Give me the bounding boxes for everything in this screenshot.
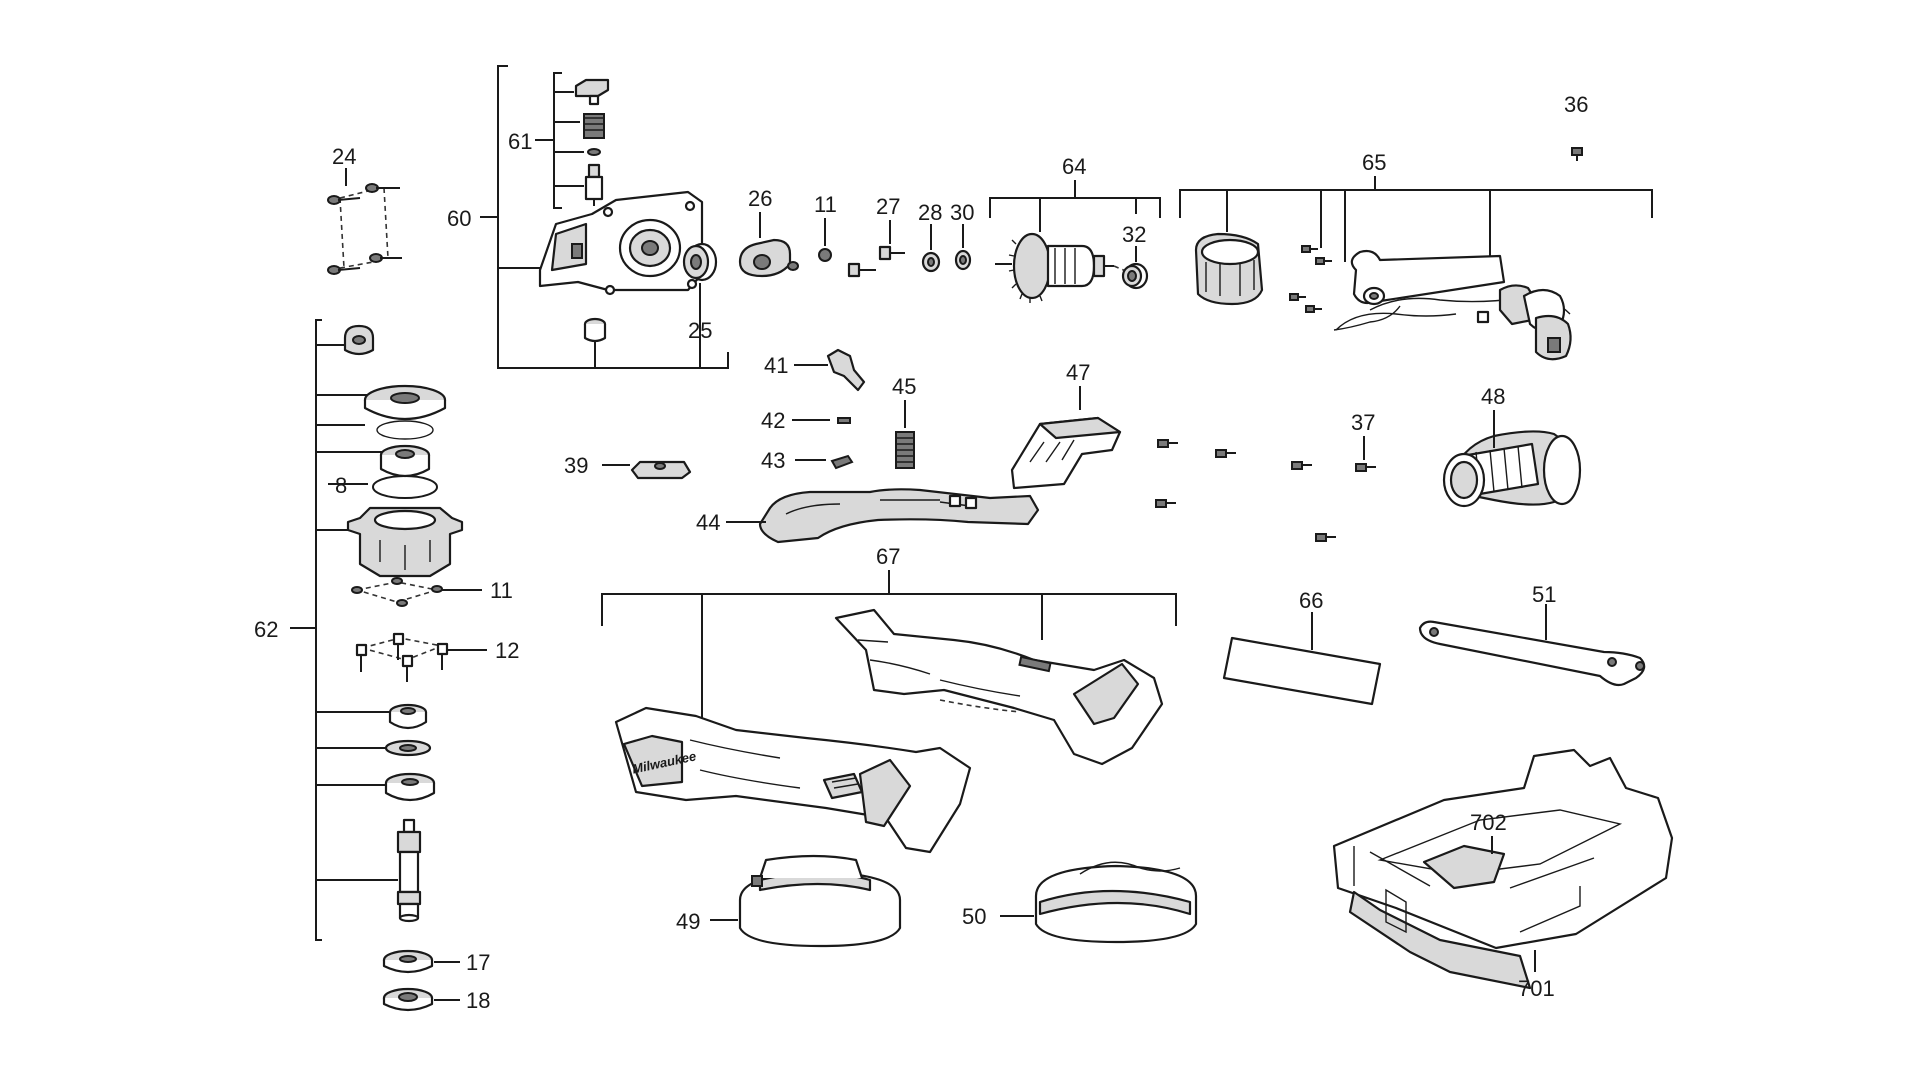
armature bbox=[995, 232, 1129, 303]
bearing-32 bbox=[1121, 246, 1149, 290]
callout-18: 18 bbox=[466, 988, 490, 1013]
spring-45 bbox=[895, 400, 915, 469]
callout-30: 30 bbox=[950, 200, 974, 225]
flange-nut-18 bbox=[382, 987, 460, 1012]
stator bbox=[1194, 232, 1264, 306]
retaining-ring bbox=[376, 420, 434, 440]
callout-43: 43 bbox=[761, 448, 785, 473]
callout-41: 41 bbox=[764, 353, 788, 378]
callout-47: 47 bbox=[1066, 360, 1090, 385]
spindle-lock-pin bbox=[584, 163, 604, 206]
callout-37: 37 bbox=[1351, 410, 1375, 435]
wiring-harness bbox=[1333, 249, 1572, 361]
callout-27: 27 bbox=[876, 194, 900, 219]
screws-24 bbox=[327, 168, 402, 275]
side-handle-48 bbox=[1442, 410, 1582, 508]
callout-28: 28 bbox=[918, 200, 942, 225]
wheel-guard-49 bbox=[710, 854, 902, 948]
spindle-shaft bbox=[396, 818, 422, 923]
paddle-switch-44 bbox=[726, 488, 1040, 544]
callout-17: 17 bbox=[466, 950, 490, 975]
group-60-bracket bbox=[480, 65, 729, 369]
switch-cover-47 bbox=[1010, 386, 1122, 490]
baffle-26 bbox=[738, 212, 799, 278]
spindle-lock-washer bbox=[587, 148, 601, 156]
switch-plate-39 bbox=[602, 460, 692, 480]
callout-42: 42 bbox=[761, 408, 785, 433]
housing-half-left: Milwaukee bbox=[614, 706, 972, 854]
lower-bearing bbox=[388, 703, 428, 730]
callout-65: 65 bbox=[1362, 150, 1386, 175]
callout-48: 48 bbox=[1481, 384, 1505, 409]
callout-39: 39 bbox=[564, 453, 588, 478]
spindle-cap bbox=[343, 324, 375, 356]
o-ring bbox=[372, 475, 438, 499]
carry-case-701 bbox=[1332, 748, 1674, 990]
bearing-28 bbox=[921, 224, 941, 273]
callout-60: 60 bbox=[447, 206, 471, 231]
stator-screws bbox=[1289, 245, 1332, 313]
small-nuts bbox=[351, 577, 482, 607]
callout-24: 24 bbox=[332, 144, 356, 169]
label-66 bbox=[1222, 612, 1382, 706]
washer bbox=[384, 739, 432, 757]
callout-32: 32 bbox=[1122, 222, 1146, 247]
callout-64: 64 bbox=[1062, 154, 1086, 179]
gear-cover bbox=[538, 190, 704, 296]
washer-11 bbox=[818, 218, 832, 262]
callout-702: 702 bbox=[1470, 810, 1507, 835]
callout-11-top: 11 bbox=[814, 192, 837, 217]
callout-51: 51 bbox=[1532, 582, 1556, 607]
cut-off-guard-50 bbox=[1000, 861, 1198, 944]
bearing-flange bbox=[363, 384, 447, 421]
housing-half-right bbox=[834, 608, 1164, 766]
callout-25: 25 bbox=[688, 318, 712, 343]
spindle-lock-button bbox=[574, 78, 610, 106]
group-61-bracket bbox=[535, 72, 584, 209]
washer-30 bbox=[954, 224, 972, 271]
callout-701: 701 bbox=[1518, 976, 1555, 1001]
callout-45: 45 bbox=[892, 374, 916, 399]
group-67-bracket bbox=[601, 570, 1177, 722]
lock-lever-41 bbox=[794, 348, 866, 392]
armature-bearing-25 bbox=[682, 242, 718, 282]
cover-bushing bbox=[583, 317, 607, 343]
group-62-bracket bbox=[290, 319, 398, 941]
callout-11-left: 11 bbox=[490, 578, 513, 603]
callout-8: 8 bbox=[335, 473, 347, 498]
callout-61: 61 bbox=[508, 129, 532, 154]
callout-67: 67 bbox=[876, 544, 900, 569]
spindle-lock-spring bbox=[583, 113, 605, 139]
ball-bearing bbox=[379, 444, 431, 478]
screw-36 bbox=[1571, 147, 1583, 161]
flange-nut-17 bbox=[382, 949, 460, 974]
callout-49: 49 bbox=[676, 909, 700, 934]
bevel-gear bbox=[384, 772, 436, 802]
callout-36: 36 bbox=[1564, 92, 1588, 117]
spanner-wrench-51 bbox=[1418, 604, 1646, 687]
callout-62: 62 bbox=[254, 617, 278, 642]
screws-12 bbox=[355, 632, 487, 682]
gear-housing bbox=[346, 506, 464, 578]
pin-42 bbox=[792, 417, 851, 424]
group-64-bracket bbox=[989, 180, 1161, 232]
callout-12: 12 bbox=[495, 638, 519, 663]
callout-26: 26 bbox=[748, 186, 772, 211]
screws-37 bbox=[1155, 436, 1376, 542]
callout-44: 44 bbox=[696, 510, 720, 535]
callout-66: 66 bbox=[1299, 588, 1323, 613]
spring-43 bbox=[795, 454, 854, 470]
callout-50: 50 bbox=[962, 904, 986, 929]
screw-27 bbox=[847, 220, 905, 278]
